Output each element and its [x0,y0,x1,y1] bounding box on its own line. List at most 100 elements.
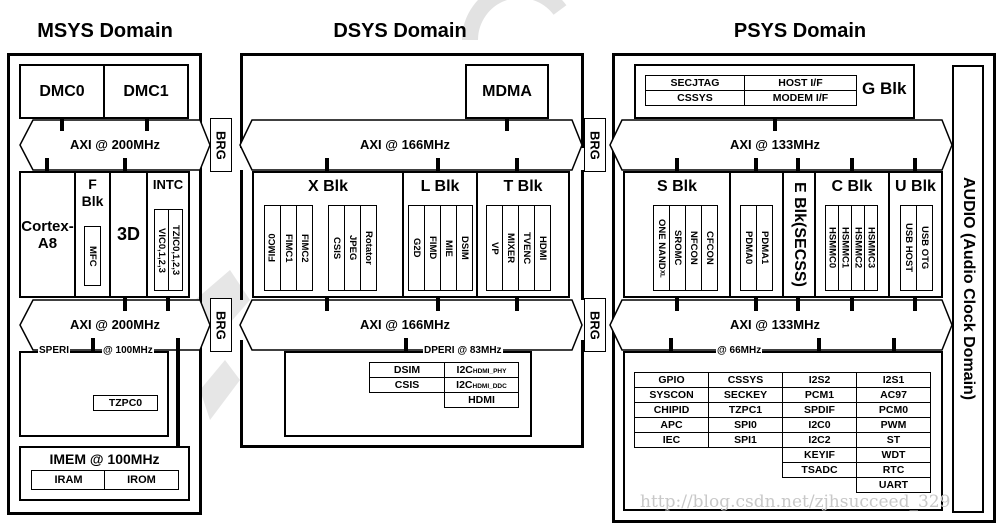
hsmmc2-block: HSMMC2 [851,205,865,291]
peri-row: UART [635,477,931,493]
pdma1-block: PDMA1 [756,205,773,291]
dperi-table: DSIM I2CHDMI_PHY CSIS I2CHDMI_DDC HDMI [369,362,519,408]
msys-axi-bottom-label: AXI @ 200MHz [70,317,160,332]
hsmmc1-block: HSMMC1 [838,205,852,291]
msys-domain [7,53,202,515]
sromc-block: SROMC [669,205,686,291]
peri-cell: UART [856,477,931,493]
peri-cell: APC [634,417,709,433]
dsys-left-border [240,170,243,300]
dmc0-block: DMC0 [19,64,105,119]
dperi-csis: CSIS [369,377,445,393]
fimc2-block: FIMC2 [296,205,313,291]
l-blk: L Blk G2D FIMD MIE DSIM [402,171,478,298]
dsys-axi-top-label: AXI @ 166MHz [360,137,450,152]
peri-cell: SPI1 [708,432,783,448]
s-blk-title: S Blk [656,178,697,195]
peri-cell: PWM [856,417,931,433]
c-blk: C Blk HSMMC0 HSMMC1 HSMMC2 HSMMC3 [814,171,890,298]
dperi-hdmi: HDMI [444,392,519,408]
e-blk-secss: E Blk(SECSS) [782,171,816,298]
peri-cell: TZPC1 [708,402,783,418]
peri-cell [709,463,783,478]
dsys-domain-bottom [240,340,584,448]
peri-cell [709,478,783,493]
onenand-sub: XL [658,269,665,278]
peri-cell [635,448,709,463]
f-blk-title: F Blk [81,176,104,209]
cfcon-block: CFCON [701,205,718,291]
psys-domain-title: PSYS Domain [733,20,867,42]
usb-host-block: USB HOST [900,205,917,291]
i2c-main: I2C [456,379,473,391]
rotator-block: Rotator [360,205,377,291]
audio-clock-domain: AUDIO (Audio Clock Domain) [952,65,984,513]
onenand-label: ONE NAND [656,218,667,270]
peri-cell: IEC [634,432,709,448]
peri-cell: KEYIF [782,447,857,463]
peri-cell [635,463,709,478]
secjtag: SECJTAG [645,75,745,91]
tzic-block: TZIC0,1,2,3 [168,209,183,291]
peri-cell: TSADC [782,462,857,478]
psys-domain [612,53,996,523]
speri-block [19,351,169,437]
peri-cell: I2C0 [782,417,857,433]
bridge-msys-dsys-top: BRG [210,118,232,172]
i2c-sub: HDMI_DDC [472,383,507,390]
imem-block: IMEM @ 100MHz IRAM IROM [19,446,190,501]
hsmmc3-block: HSMMC3 [864,205,878,291]
u-blk-title: U Blk [895,178,936,195]
peri-cell [709,448,783,463]
bridge-msys-dsys-bottom: BRG [210,298,232,352]
bridge-dsys-psys-top: BRG [584,118,606,172]
peri-cell: GPIO [634,372,709,388]
l-blk-title: L Blk [420,178,460,195]
hdmi-block: HDMI [534,205,551,291]
iram-block: IRAM [31,470,106,490]
mdma-block: MDMA [465,64,549,119]
dsys-domain-top [240,53,584,148]
peri-cell: I2C2 [782,432,857,448]
peri-cell: PCM0 [856,402,931,418]
peri-cell: RTC [856,462,931,478]
dperi-label: DPERI @ 83MHz [423,345,503,356]
t-blk-title: T Blk [503,178,543,195]
t-blk: T Blk VP MIXER TVENC HDMI [476,171,570,298]
peri-cell: I2S2 [782,372,857,388]
i2c-sub: HDMI_PHY [472,368,507,375]
peri-cell: SYSCON [634,387,709,403]
c-blk-title: C Blk [831,178,873,195]
dperi-i2c-hdmi-phy: I2CHDMI_PHY [444,362,519,378]
dsim-block: DSIM [456,205,473,291]
x-blk-title: X Blk [307,178,348,195]
i2c-main: I2C [456,364,473,376]
u-blk: U Blk USB HOST USB OTG [888,171,943,298]
intc-title: INTC [152,177,184,192]
peri-cell: SPDIF [782,402,857,418]
peri-cell: PCM1 [782,387,857,403]
peri-cell: ST [856,432,931,448]
speri-label: SPERI [38,345,71,356]
peri-cell: SPI0 [708,417,783,433]
tzpc0-block: TZPC0 [93,395,158,411]
peri-cell: CHIPID [634,402,709,418]
peri-cell [783,478,857,493]
msys-domain-title: MSYS Domain [37,20,173,42]
imem-title: IMEM @ 100MHz [49,451,160,467]
intc-block: INTC VIC0,1,2,3 TZIC0,1,2,3 [146,171,190,298]
peri-cell: I2S1 [856,372,931,388]
